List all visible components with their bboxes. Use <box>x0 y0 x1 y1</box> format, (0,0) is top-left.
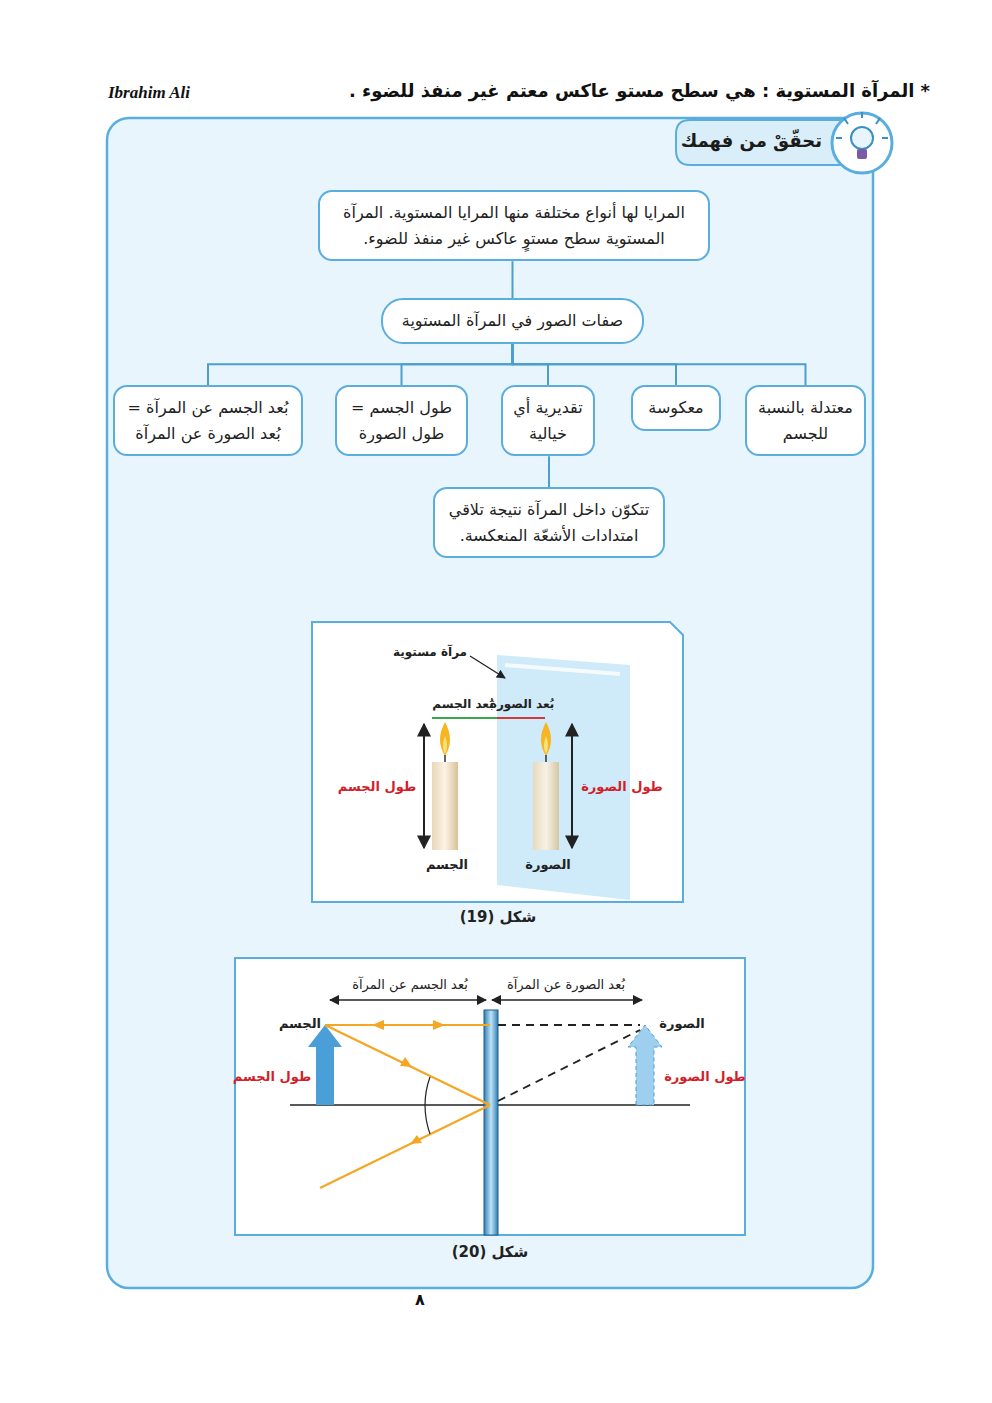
property-box: معكوسة <box>631 385 721 431</box>
note-box: تتكوّن داخل المرآة نتيجة تلاقي امتدادات … <box>433 487 665 558</box>
image-label: الصورة <box>659 1016 704 1032</box>
height-label: طول الجسم <box>338 779 416 795</box>
intro-box: المرايا لها أنواع مختلفة منها المرايا ال… <box>318 190 710 261</box>
figure-caption: شكل (20) <box>452 1243 529 1262</box>
dimension-label: بُعد الجسم عن المرآة <box>352 977 468 993</box>
property-box: تقديرية أي خيالية <box>501 385 595 456</box>
figure-caption: شكل (19) <box>460 908 537 927</box>
author-name: Ibrahim Ali <box>108 82 190 103</box>
definition-heading: * المرآة المستوية : هي سطح مستو عاكس معت… <box>349 80 930 103</box>
node-text: صفات الصور في المرآة المستوية <box>393 308 632 334</box>
tree-connector <box>208 344 513 385</box>
dimension-label: بُعد الصورة عن المرآة <box>507 977 625 993</box>
height-label: طول الجسم <box>233 1069 311 1085</box>
node-text: المرايا لها أنواع مختلفة منها المرايا ال… <box>330 200 698 251</box>
page-number: ٨ <box>415 1290 425 1310</box>
node-text: تتكوّن داخل المرآة نتيجة تلاقي امتدادات … <box>445 497 653 548</box>
mirror-label: مرآة مستوية <box>393 645 467 660</box>
heading-box: صفات الصور في المرآة المستوية <box>381 298 644 344</box>
node-text: تقديرية أي خيالية <box>513 395 583 446</box>
node-text: بُعد الجسم عن المرآة = بُعد الصورة عن ال… <box>125 395 291 446</box>
node-text: معتدلة بالنسبة للجسم <box>757 395 854 446</box>
section-tab-title: تحقّقْ من فهمك <box>681 130 822 153</box>
node-text: طول الجسم = طول الصورة <box>347 395 456 446</box>
distance-label: بُعد الصورة <box>490 697 554 712</box>
height-label: طول الصورة <box>664 1069 746 1085</box>
object-label: الجسم <box>426 857 468 873</box>
tree-connector <box>548 456 550 487</box>
property-box: معتدلة بالنسبة للجسم <box>745 385 866 456</box>
distance-label: بُعد الجسم <box>432 697 493 712</box>
property-box: بُعد الجسم عن المرآة = بُعد الصورة عن ال… <box>113 385 303 456</box>
object-label: الجسم <box>279 1016 321 1032</box>
image-label: الصورة <box>525 857 570 873</box>
tree-connector <box>512 261 514 298</box>
node-text: معكوسة <box>643 395 709 421</box>
height-label: طول الصورة <box>581 779 663 795</box>
tree-connector <box>513 344 549 385</box>
tree-connector <box>513 344 806 385</box>
tree-connector <box>513 344 677 385</box>
property-box: طول الجسم = طول الصورة <box>335 385 468 456</box>
